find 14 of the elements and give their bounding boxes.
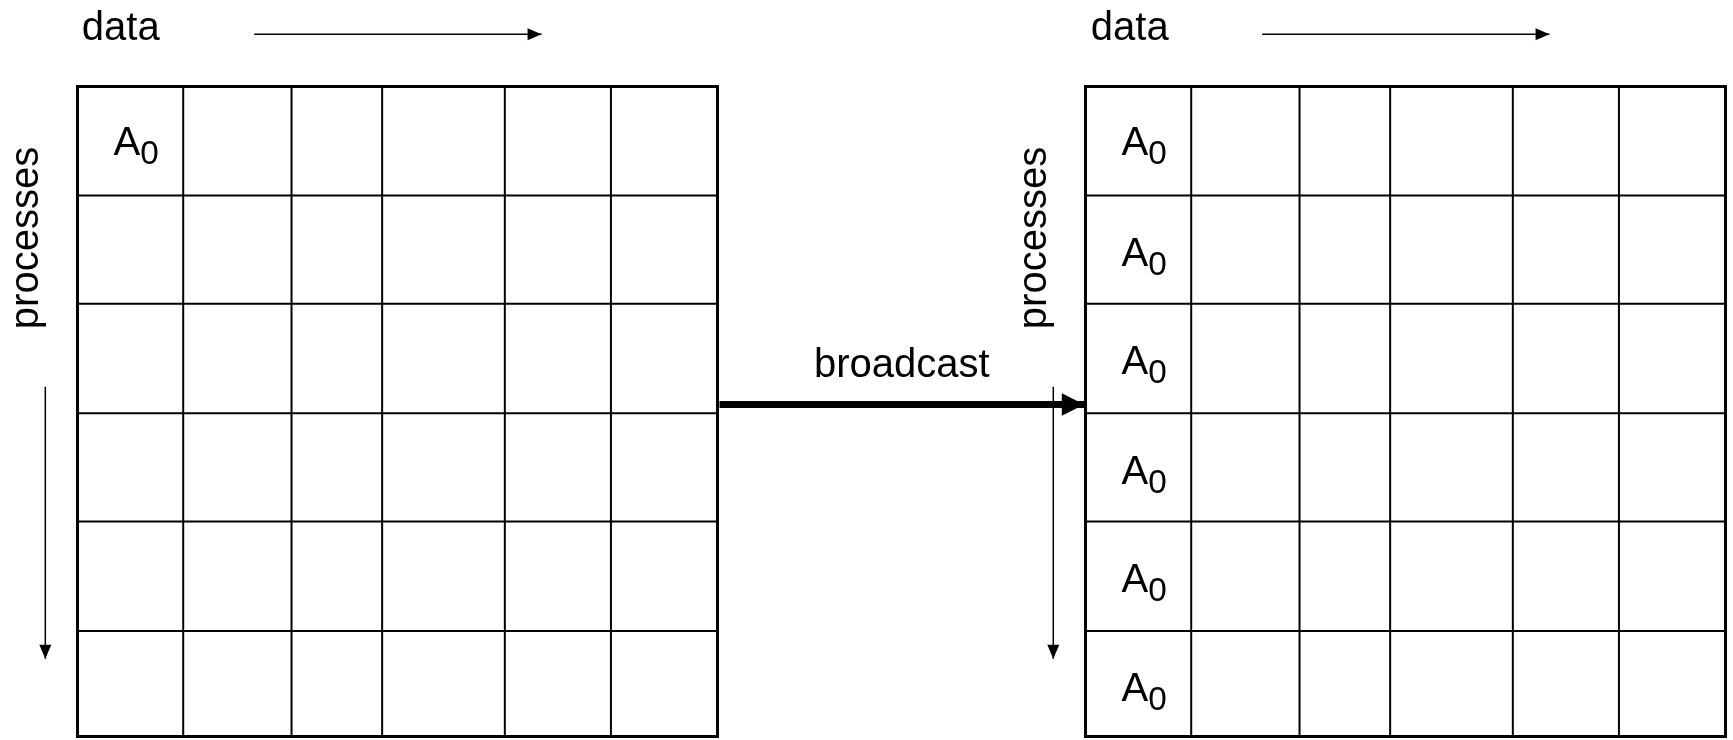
cell-text: A$_{0}$ [1121,667,1167,716]
cell-text: A$_{0}$ [113,121,159,170]
cell-text: A$_{0}$ [1121,340,1167,389]
axis-label: processes [4,146,45,329]
grid-table [1084,85,1728,739]
cell-text: A$_{0}$ [1121,121,1167,170]
axis-label: data [1090,5,1169,46]
axis-label: processes [1012,146,1053,329]
cell-text: A$_{0}$ [1121,231,1167,281]
grid-table [76,85,720,739]
arrow [719,393,1085,416]
cell-text: A$_{0}$ [1121,449,1167,498]
cell-text: A$_{0}$ [1121,557,1167,607]
axis-label: data [81,5,160,46]
